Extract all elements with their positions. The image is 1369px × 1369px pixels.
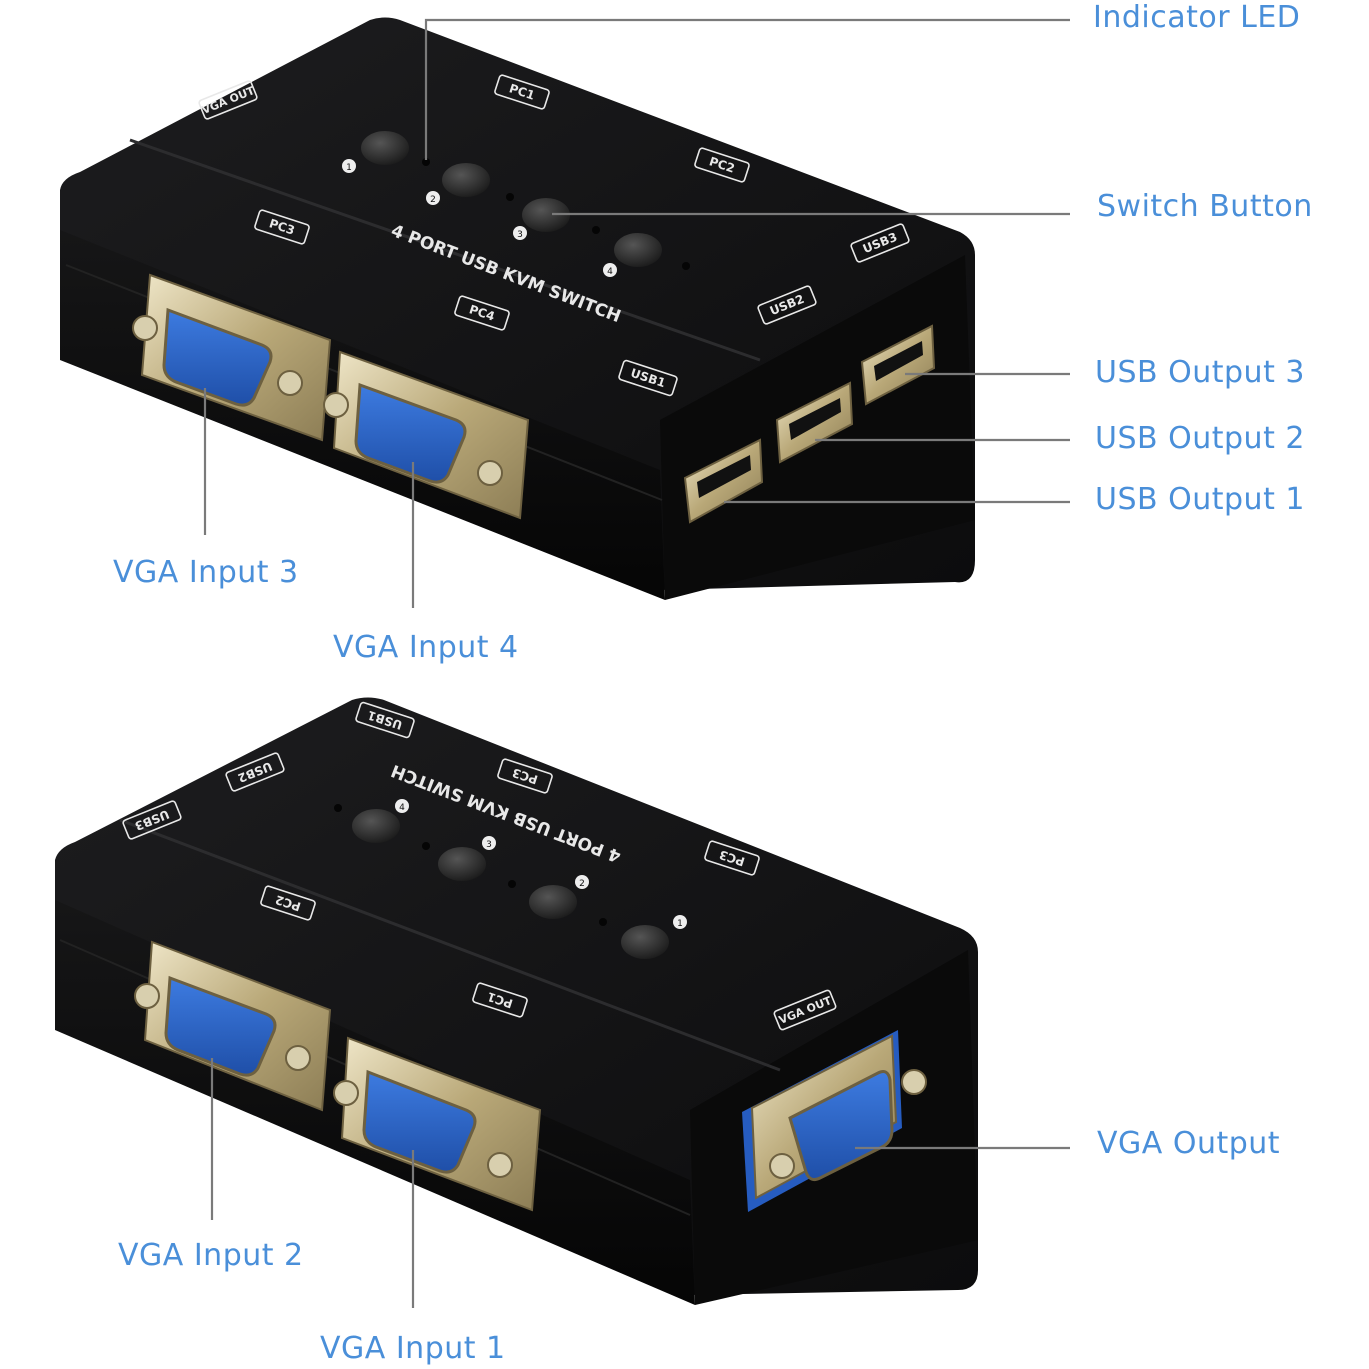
button-number-3: 3: [513, 226, 527, 240]
vga-port-output: [742, 1030, 927, 1212]
svg-text:3: 3: [486, 840, 492, 850]
callout-usb-output-1: USB Output 1: [1095, 482, 1305, 517]
vga-port-input-2: [134, 940, 332, 1112]
button-number-2: 2: [575, 875, 589, 889]
switch-button-3[interactable]: [522, 198, 570, 232]
button-number-3: 3: [482, 836, 496, 850]
led-4: [334, 804, 342, 812]
vga-port-input-3: [132, 273, 332, 442]
button-number-4: 4: [395, 799, 409, 813]
callout-vga-output: VGA Output: [1097, 1126, 1281, 1161]
vga-port-input-4: [323, 350, 530, 520]
switch-buttons-bottom: 4 3 2 1: [334, 799, 687, 959]
led-2: [506, 193, 514, 201]
svg-text:3: 3: [517, 230, 523, 240]
switch-button-1[interactable]: [361, 131, 409, 165]
button-number-1: 1: [342, 159, 356, 173]
led-2: [508, 880, 516, 888]
callout-switch-button: Switch Button: [1097, 189, 1313, 224]
switch-button-4[interactable]: [352, 809, 400, 843]
led-1: [422, 158, 430, 166]
leader-indicator-led: [424, 18, 1070, 160]
svg-text:2: 2: [579, 879, 585, 889]
usb-port-output-1: [683, 438, 764, 524]
usb-port-output-2: [775, 381, 854, 464]
led-3: [592, 226, 600, 234]
callout-vga-input-4: VGA Input 4: [333, 630, 519, 665]
kvm-switch-rear-view: USB3 USB2 USB1 PC3 PC3: [55, 697, 978, 1305]
kvm-switch-top-view: VGA OUT PC1 PC2 PC3 PC4: [60, 17, 975, 600]
button-number-4: 4: [603, 263, 617, 277]
svg-text:2: 2: [430, 195, 436, 205]
switch-button-1[interactable]: [621, 925, 669, 959]
callout-vga-input-3: VGA Input 3: [113, 555, 299, 590]
callout-indicator-led: Indicator LED: [1093, 0, 1301, 35]
svg-text:4: 4: [607, 267, 613, 277]
vga-port-input-1: [333, 1036, 542, 1212]
switch-button-2[interactable]: [529, 885, 577, 919]
switch-button-3[interactable]: [438, 847, 486, 881]
callout-vga-input-2: VGA Input 2: [118, 1238, 304, 1273]
led-4: [682, 262, 690, 270]
button-number-2: 2: [426, 191, 440, 205]
switch-button-4[interactable]: [614, 233, 662, 267]
button-number-1: 1: [673, 915, 687, 929]
callout-usb-output-2: USB Output 2: [1095, 421, 1305, 456]
led-1: [599, 918, 607, 926]
usb-port-output-3: [860, 324, 936, 406]
leader-lines: [203, 18, 1070, 1308]
svg-text:1: 1: [346, 163, 352, 173]
callout-usb-output-3: USB Output 3: [1095, 355, 1305, 390]
svg-text:4: 4: [399, 803, 405, 813]
switch-buttons-top: 1 2 3 4: [342, 131, 690, 277]
svg-text:1: 1: [677, 919, 683, 929]
led-3: [422, 842, 430, 850]
switch-button-2[interactable]: [442, 163, 490, 197]
callout-vga-input-1: VGA Input 1: [320, 1331, 506, 1366]
